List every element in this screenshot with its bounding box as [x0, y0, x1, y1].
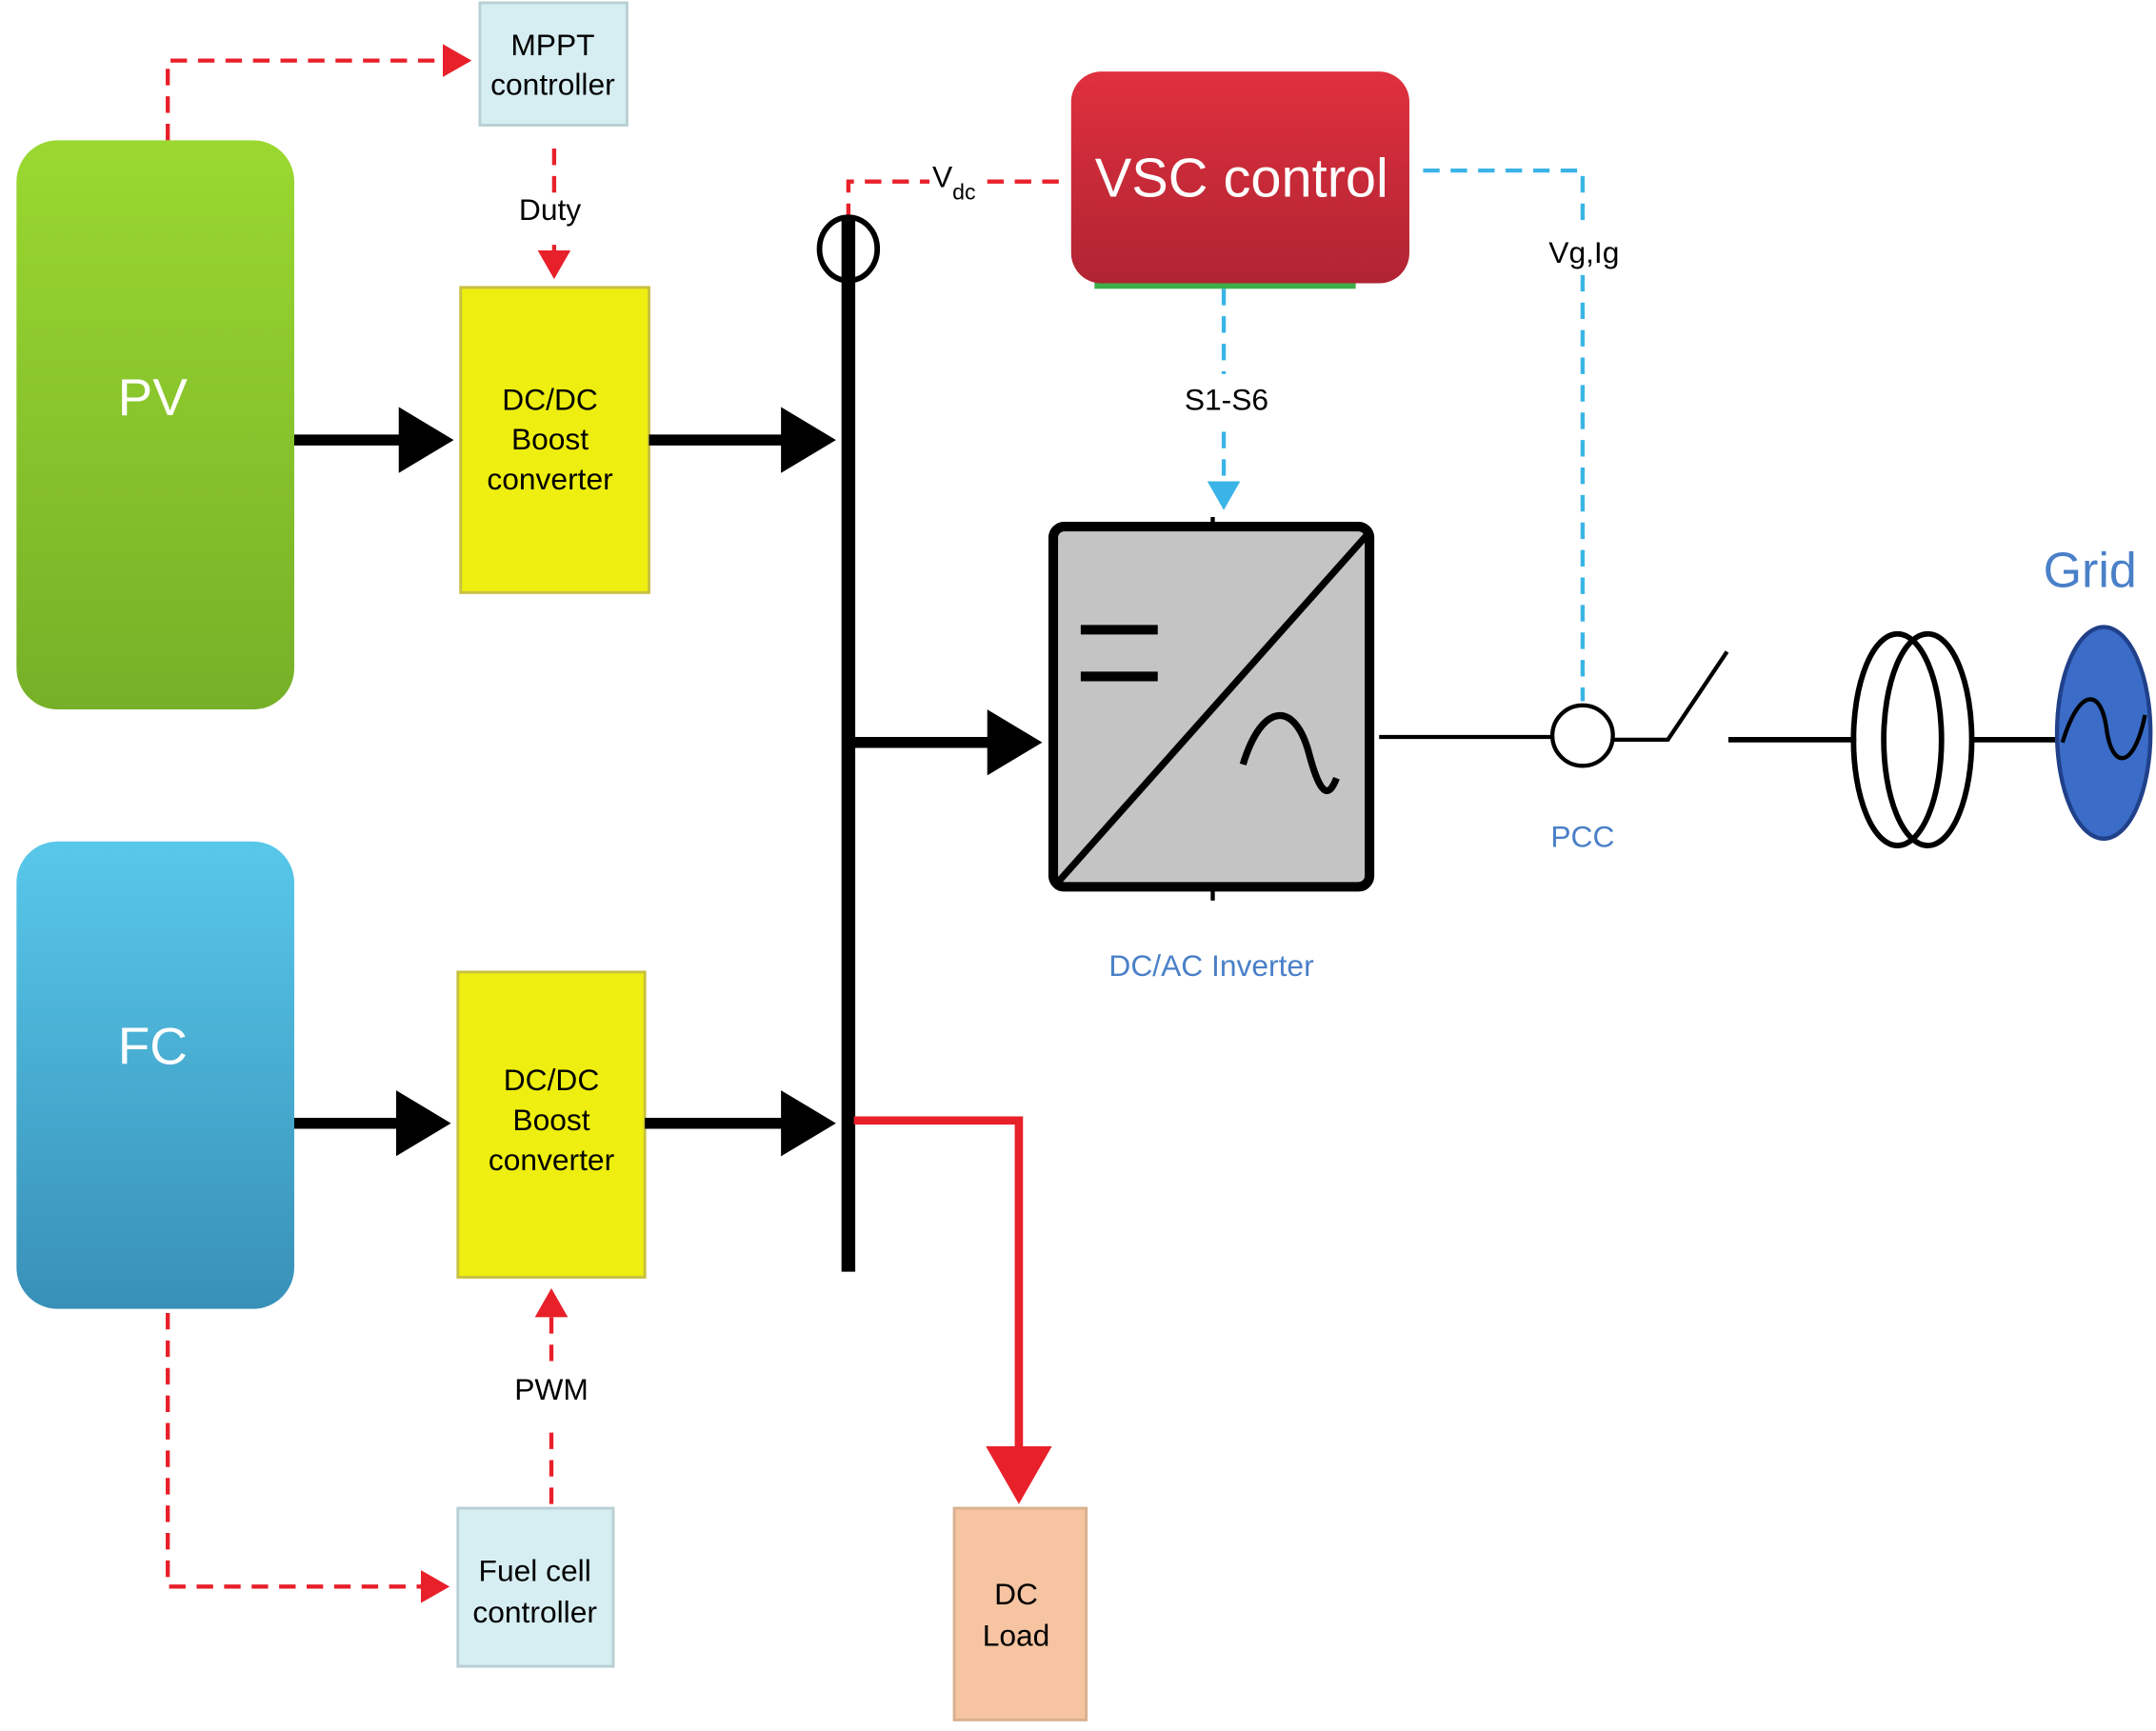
mppt-label-1: MPPT: [510, 28, 594, 62]
fcc-label-2: controller: [472, 1595, 597, 1629]
grid-sine-icon: [2060, 697, 2147, 761]
boost-bottom-label-3: converter: [489, 1143, 615, 1177]
pv-to-mppt-line: [165, 44, 472, 141]
boost-bottom-label-1: DC/DC: [504, 1063, 600, 1097]
vgig-label: Vg,Ig: [1548, 235, 1619, 269]
duty-label: Duty: [519, 192, 581, 227]
boost-converter-bottom: [456, 970, 647, 1279]
fuel-cell-controller-block: [456, 1506, 615, 1668]
control-signals-red: [165, 44, 1070, 1603]
transformer-icon: [1850, 630, 1975, 848]
vdc-sense-line: [846, 179, 1070, 221]
ac-wave-icon: [1239, 711, 1340, 794]
vdc-sensor-icon: [816, 214, 881, 284]
pwm-label: PWM: [514, 1372, 589, 1406]
vdc-main: V: [932, 159, 953, 193]
pcc-label: PCC: [1550, 820, 1614, 854]
control-signals-blue: [1224, 168, 1586, 702]
pv-block: [16, 140, 294, 710]
boost-bottom-label-2: Boost: [512, 1103, 589, 1137]
dc-load-label-2: Load: [983, 1618, 1050, 1652]
fc-to-controller-line: [165, 1312, 450, 1603]
inverter-label: DC/AC Inverter: [1108, 948, 1314, 983]
grid-source-icon: [2054, 625, 2153, 842]
dc-load-block: [952, 1506, 1088, 1721]
vgig-line: [1423, 168, 1586, 702]
vdc-label: Vdc: [932, 159, 976, 204]
mppt-controller-block: [478, 1, 629, 127]
grid-label: Grid: [2044, 544, 2137, 599]
pv-label: PV: [118, 368, 189, 427]
boost-converter-top: [459, 286, 650, 594]
boost-top-label-1: DC/DC: [502, 382, 598, 416]
pcc-node: [1549, 703, 1615, 768]
vsc-control-block: [1070, 71, 1409, 284]
dc-ac-inverter: [1048, 516, 1375, 901]
fc-block: [16, 841, 294, 1309]
fc-label: FC: [118, 1017, 188, 1076]
fcc-label-1: Fuel cell: [479, 1554, 591, 1588]
boost-top-label-2: Boost: [511, 422, 589, 456]
vsc-control-label: VSC control: [1095, 149, 1388, 209]
dc-load-line: [853, 1116, 1052, 1504]
breaker-switch-icon: [1612, 650, 1729, 743]
mppt-label-2: controller: [490, 68, 615, 102]
vdc-sub: dc: [952, 179, 975, 204]
dc-load-label-1: DC: [994, 1577, 1038, 1611]
s1s6-label: S1-S6: [1185, 382, 1268, 416]
power-flow-arrows: [293, 407, 1043, 1157]
boost-top-label-3: converter: [487, 462, 613, 496]
